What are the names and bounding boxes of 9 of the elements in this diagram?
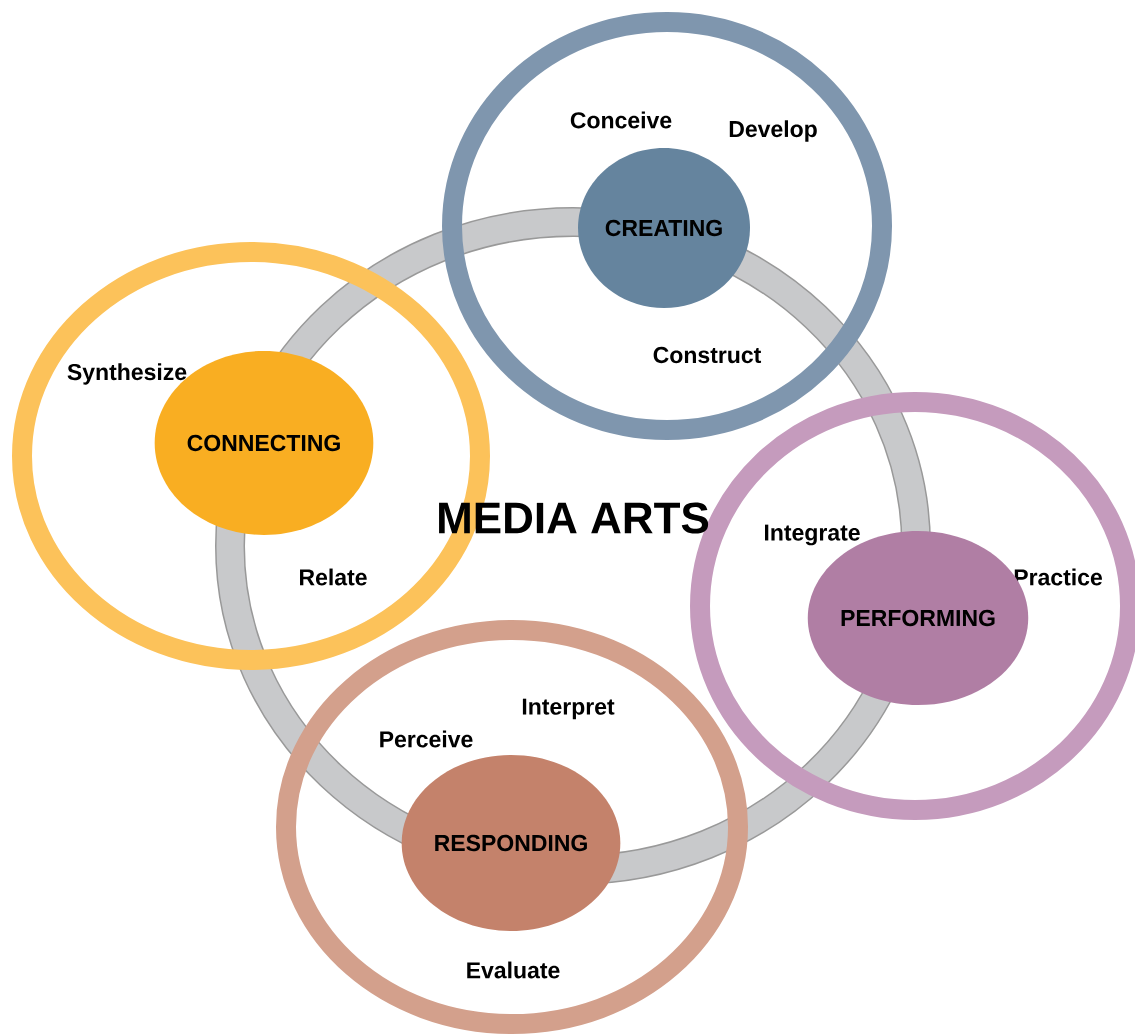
word-label: Interpret xyxy=(522,698,615,720)
word-label: Evaluate xyxy=(467,961,560,979)
word-label: Develop xyxy=(729,120,817,142)
word-label: Conceive xyxy=(570,111,672,129)
circle-label: CREATING xyxy=(578,148,750,308)
word-label: Relate xyxy=(300,568,367,586)
word-label: Perceive xyxy=(380,730,473,748)
word-label: Construct xyxy=(653,346,762,364)
circle-label: RESPONDING xyxy=(401,755,621,931)
